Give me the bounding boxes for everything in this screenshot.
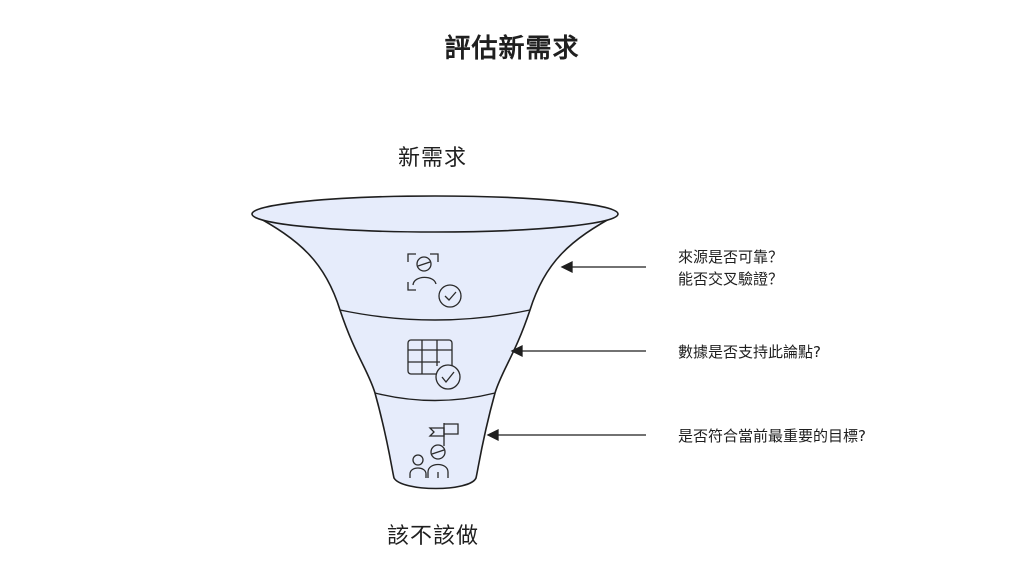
stage-1-note: 來源是否可靠？ 能否交叉驗證？ [678, 246, 783, 290]
team-goal-flag-icon [409, 423, 459, 478]
funnel-divider-1 [339, 309, 531, 321]
funnel-input-label: 新需求 [398, 146, 468, 171]
funnel-divider-2 [374, 392, 496, 402]
stage-2-note-line-1: 數據是否支持此論點? [678, 343, 821, 361]
diagram-title: 評估新需求 [444, 34, 580, 64]
arrow-head-1 [560, 260, 573, 274]
stage-2-note: 數據是否支持此論點? [678, 341, 821, 363]
stage-1-note-line-2: 能否交叉驗證？ [678, 270, 784, 288]
stage-3-note: 是否符合當前最重要的目標? [678, 425, 866, 447]
stage-3-note-line-1: 是否符合當前最重要的目標? [678, 427, 866, 445]
arrow-head-2 [510, 344, 523, 358]
funnel-output-label: 該不該做 [387, 524, 480, 549]
person-check-icon [407, 253, 462, 308]
arrow-head-3 [486, 428, 499, 442]
arrows [486, 260, 646, 442]
stage-1-note-line-1: 來源是否可靠？ [678, 248, 784, 266]
funnel-rim [251, 195, 619, 233]
table-check-icon [407, 339, 461, 390]
